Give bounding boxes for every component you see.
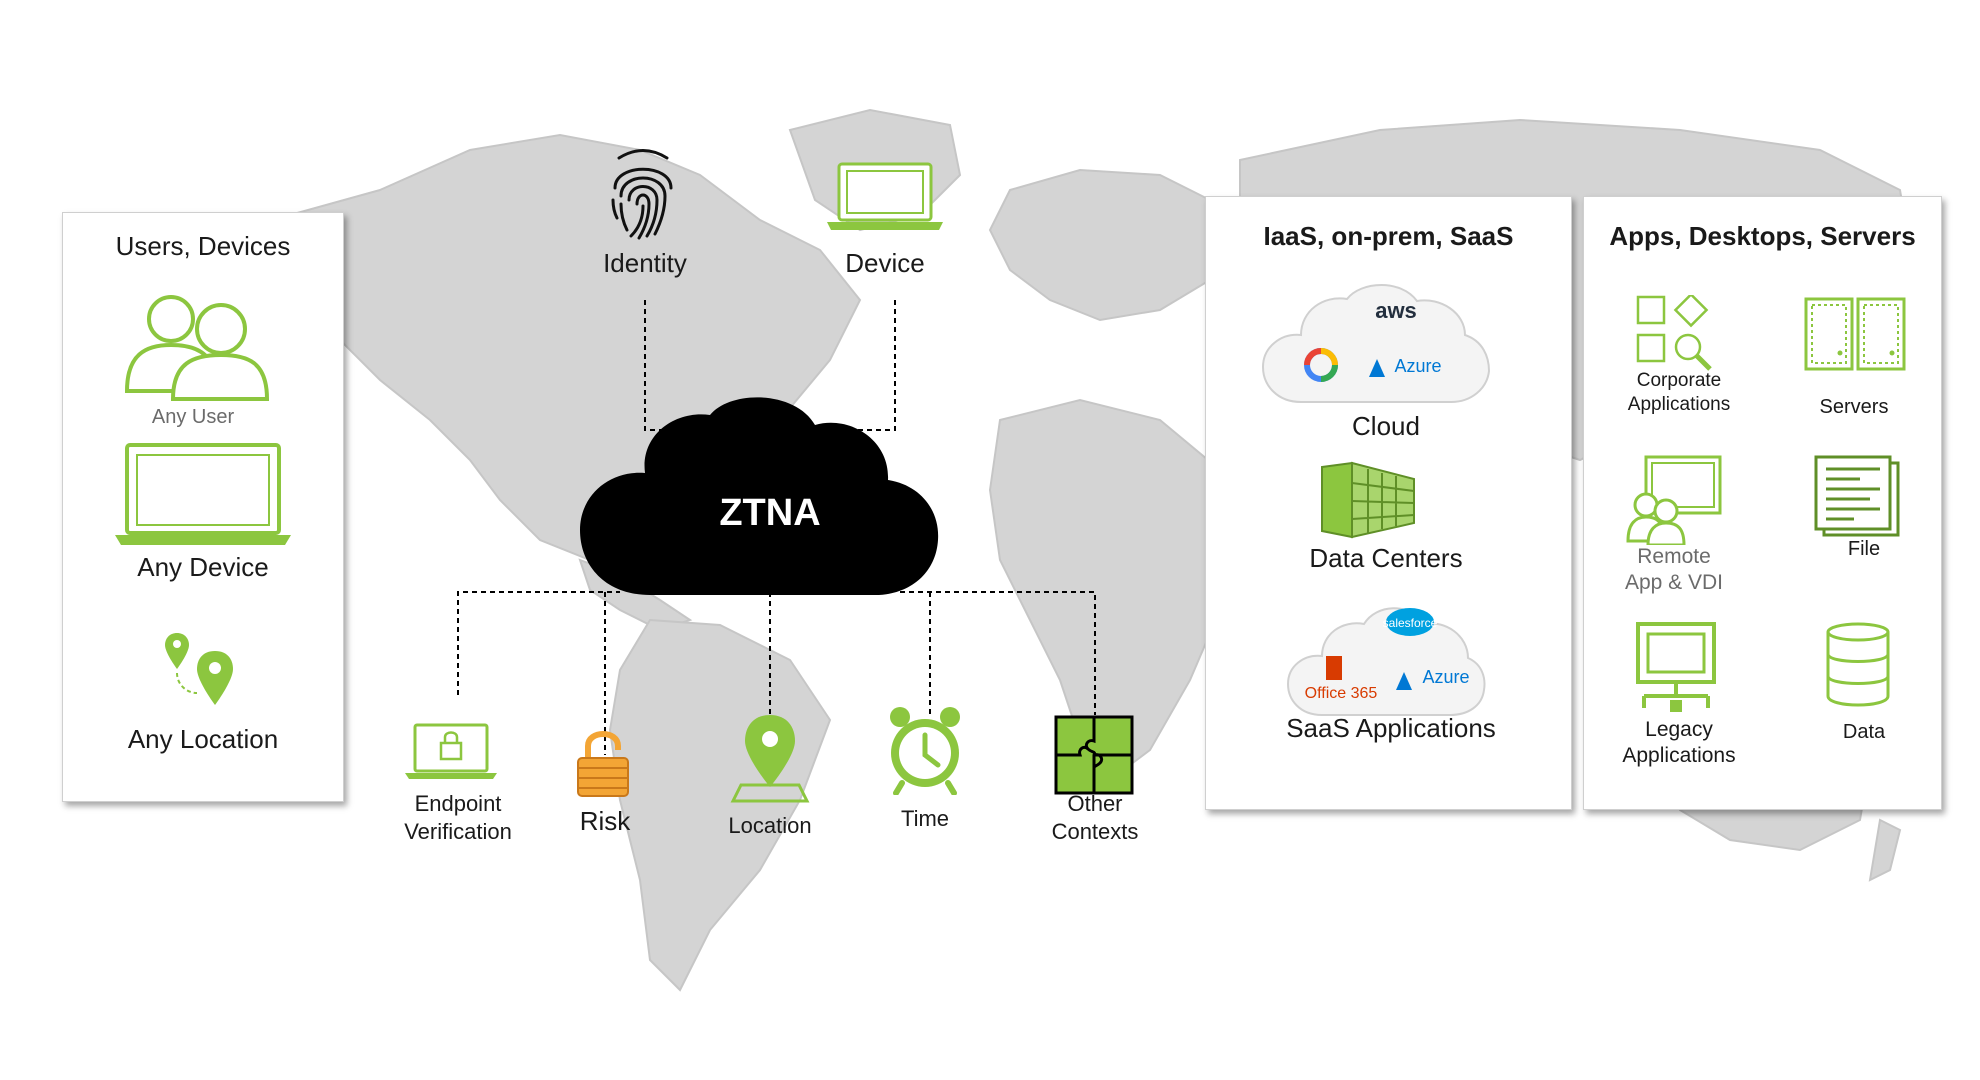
risk-padlock-icon xyxy=(577,731,629,797)
data-centers-icon xyxy=(1321,461,1415,539)
servers-icon xyxy=(1804,297,1906,371)
iaas-onprem-saas-panel: IaaS, on-prem, SaaS aws Azure Cloud Data… xyxy=(1205,196,1572,810)
ztna-cloud-icon xyxy=(580,397,939,595)
identity-label: Identity xyxy=(603,248,687,278)
time-alarm-clock-icon xyxy=(890,707,960,795)
iaas-panel-title: IaaS, on-prem, SaaS xyxy=(1263,221,1514,251)
endpoint-verification-icon xyxy=(405,723,497,779)
south-america-shape xyxy=(608,618,832,992)
africa-shape xyxy=(988,398,1242,782)
risk-label: Risk xyxy=(579,806,631,836)
users-devices-panel: Users, Devices Any User Any Device Any L… xyxy=(62,212,344,802)
endpoint-connector xyxy=(457,591,620,695)
location-label: Location xyxy=(728,813,812,838)
any-device-icon xyxy=(115,443,291,545)
cloud-providers-icon xyxy=(1261,284,1491,403)
legacy-applications-icon xyxy=(1636,622,1716,712)
file-icon xyxy=(1814,455,1900,537)
servers-label: Servers xyxy=(1819,396,1889,418)
any-location-icon xyxy=(165,633,233,705)
azure-logo-text: Azure xyxy=(1394,356,1442,376)
users-devices-title: Users, Devices xyxy=(115,231,291,261)
file-label: File xyxy=(1847,538,1881,560)
aws-logo-text: aws xyxy=(1375,298,1417,323)
saas-applications-label: SaaS Applications xyxy=(1286,713,1496,743)
new-zealand-shape xyxy=(1868,818,1902,882)
any-device-label: Any Device xyxy=(137,552,269,582)
corporate-applications-icon xyxy=(1636,295,1712,371)
saas-azure-logo-text: Azure xyxy=(1422,667,1470,687)
remote-app-vdi-icon xyxy=(1626,455,1722,545)
data-database-icon xyxy=(1826,622,1890,707)
any-location-label: Any Location xyxy=(127,724,279,754)
any-user-label: Any User xyxy=(151,406,235,428)
device-laptop-icon xyxy=(827,162,943,230)
data-label: Data xyxy=(1842,721,1886,743)
fingerprint-icon xyxy=(611,149,673,240)
contexts-connector xyxy=(900,591,1096,715)
other-contexts-puzzle-icon xyxy=(1054,715,1134,795)
europe-shape xyxy=(988,168,1242,322)
ztna-label: ZTNA xyxy=(719,492,821,534)
time-label: Time xyxy=(900,806,950,831)
saas-providers-icon xyxy=(1286,607,1486,716)
device-label: Device xyxy=(845,248,925,278)
office365-logo-text: Office 365 xyxy=(1304,685,1378,702)
cloud-label: Cloud xyxy=(1352,411,1420,441)
apps-panel-title: Apps, Desktops, Servers xyxy=(1609,221,1916,251)
location-pin-icon xyxy=(730,715,810,803)
any-user-icon xyxy=(124,295,270,401)
data-centers-label: Data Centers xyxy=(1309,543,1463,573)
salesforce-logo-text: salesforce xyxy=(1382,616,1438,630)
